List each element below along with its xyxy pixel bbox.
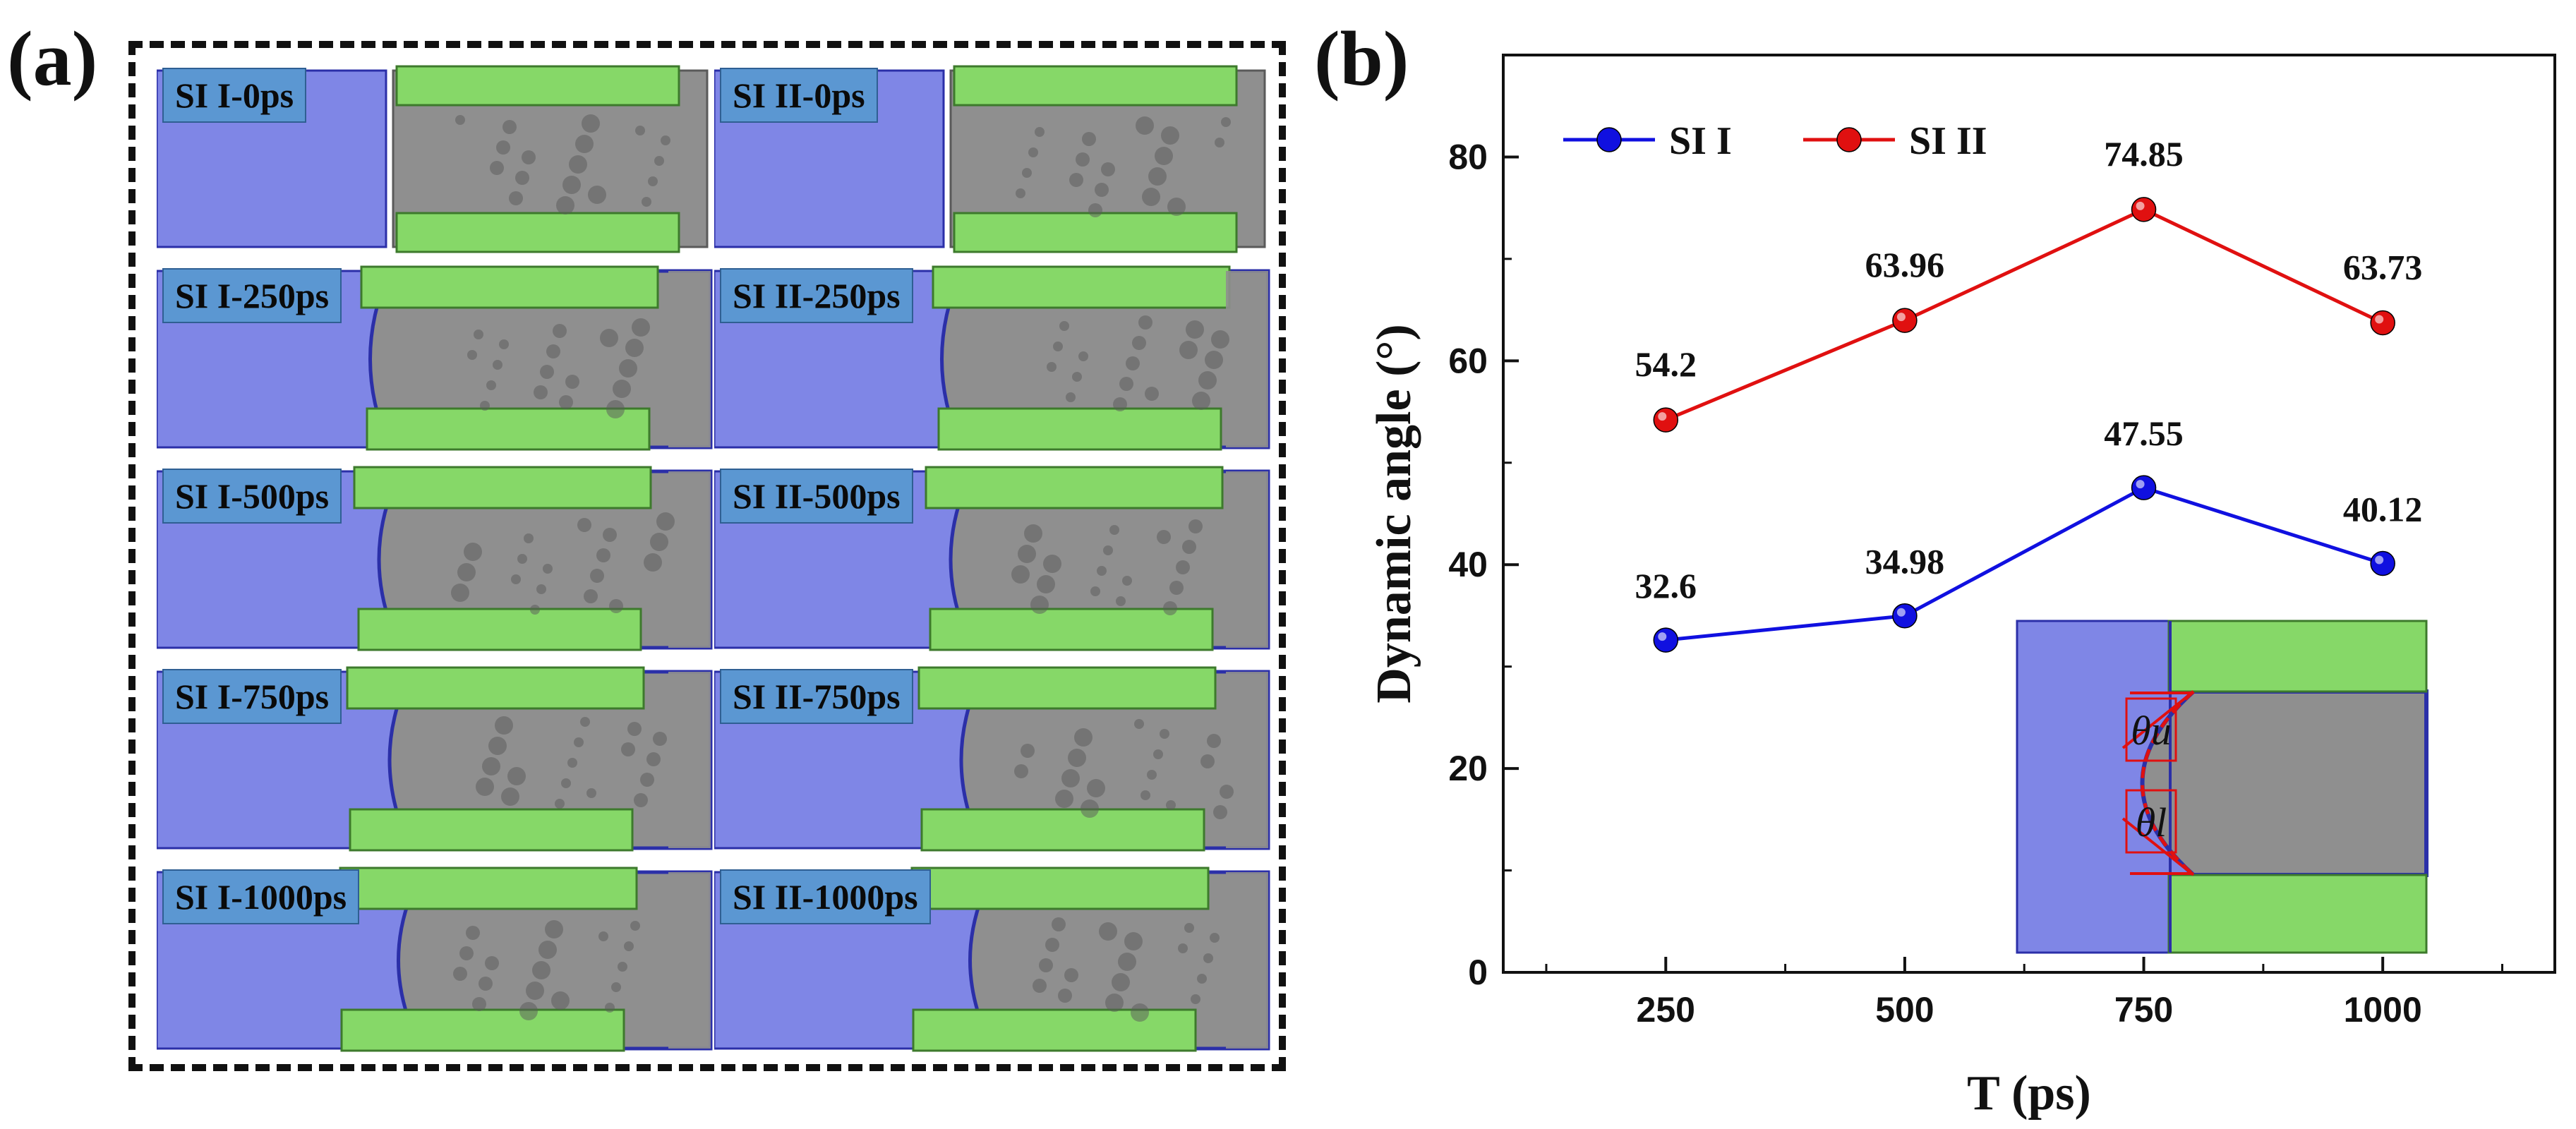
data-label: 34.98: [1865, 542, 1945, 581]
panel-b-label: (b): [1314, 16, 1409, 102]
snapshot-label: SI II-500ps: [720, 469, 913, 524]
snapshot-label: SI II-250ps: [720, 268, 913, 323]
data-point: [1892, 308, 1918, 333]
lower-angle-box: [2125, 789, 2177, 854]
theta-u-label: θu: [2131, 708, 2172, 754]
y-tick-label: 60: [1448, 341, 1488, 380]
y-axis-title: Dynamic angle (°): [1367, 324, 1421, 703]
y-tick-label: 80: [1448, 137, 1488, 176]
snapshot-si2-1000: SI II-1000ps: [714, 865, 1272, 1056]
data-point-highlight: [1658, 412, 1667, 421]
y-tick-label: 40: [1448, 545, 1488, 584]
legend-label: SI II: [1909, 119, 1987, 163]
data-point-highlight: [2136, 201, 2145, 210]
legend-label: SI I: [1669, 119, 1732, 163]
data-label: 32.6: [1635, 566, 1697, 605]
snapshot-si1-1000: SI I-1000ps: [157, 865, 714, 1056]
data-point: [1892, 603, 1918, 629]
snapshot-label: SI II-1000ps: [720, 869, 931, 924]
snapshot-si1-750: SI I-750ps: [157, 665, 714, 855]
x-axis-title: T (ps): [1967, 1066, 2091, 1121]
data-point-highlight: [1896, 313, 1906, 322]
snapshot-label: SI I-500ps: [162, 469, 342, 524]
data-label: 40.12: [2343, 489, 2423, 529]
series-line-si-i: [1666, 485, 2383, 642]
panel-a-label: (a): [7, 16, 98, 102]
data-label: 63.73: [2343, 247, 2423, 286]
snapshot-si1-0: SI I-0ps: [157, 64, 714, 254]
snapshot-label: SI I-750ps: [162, 669, 342, 724]
x-tick-label: 250: [1637, 990, 1695, 1030]
snapshot-label: SI II-750ps: [720, 669, 913, 724]
snapshot-si1-500: SI I-500ps: [157, 464, 714, 655]
snapshot-label: SI I-1000ps: [162, 869, 360, 924]
data-point-highlight: [1658, 632, 1667, 641]
y-tick-label: 20: [1448, 749, 1488, 788]
data-point: [2131, 475, 2157, 500]
x-tick-label: 1000: [2344, 990, 2422, 1030]
data-point: [2131, 197, 2157, 222]
data-point: [1653, 627, 1679, 653]
plot-frame: [1502, 54, 2556, 974]
data-label: 54.2: [1635, 344, 1697, 384]
data-point-highlight: [2375, 315, 2384, 324]
theta-l-label: θl: [2136, 799, 2167, 845]
snapshot-label: SI I-0ps: [162, 68, 307, 123]
data-point: [2370, 310, 2395, 336]
snapshot-si1-250: SI I-250ps: [157, 264, 714, 454]
data-point: [2370, 550, 2395, 576]
legend-marker: [1836, 127, 1862, 152]
data-label: 47.55: [2104, 413, 2184, 453]
snapshot-si2-750: SI II-750ps: [714, 665, 1272, 855]
y-tick-label: 0: [1468, 953, 1488, 992]
series-line-si-ii: [1665, 207, 2384, 422]
snapshot-label: SI II-0ps: [720, 68, 878, 123]
snapshot-si2-500: SI II-500ps: [714, 464, 1272, 655]
data-point-highlight: [1896, 608, 1906, 617]
x-tick-label: 500: [1875, 990, 1934, 1030]
snapshot-si2-0: SI II-0ps: [714, 64, 1272, 254]
data-point-highlight: [2136, 480, 2145, 489]
snapshot-si2-250: SI II-250ps: [714, 264, 1272, 454]
data-point: [1653, 407, 1679, 433]
snapshot-label: SI I-250ps: [162, 268, 342, 323]
data-label: 74.85: [2104, 134, 2184, 174]
upper-angle-box: [2125, 697, 2177, 762]
data-point-highlight: [2375, 555, 2384, 564]
legend-marker: [1596, 127, 1622, 152]
inset-contact-angle-diagram: θu θl: [2016, 620, 2428, 954]
x-tick-label: 750: [2114, 990, 2173, 1030]
data-label: 63.96: [1865, 245, 1945, 284]
